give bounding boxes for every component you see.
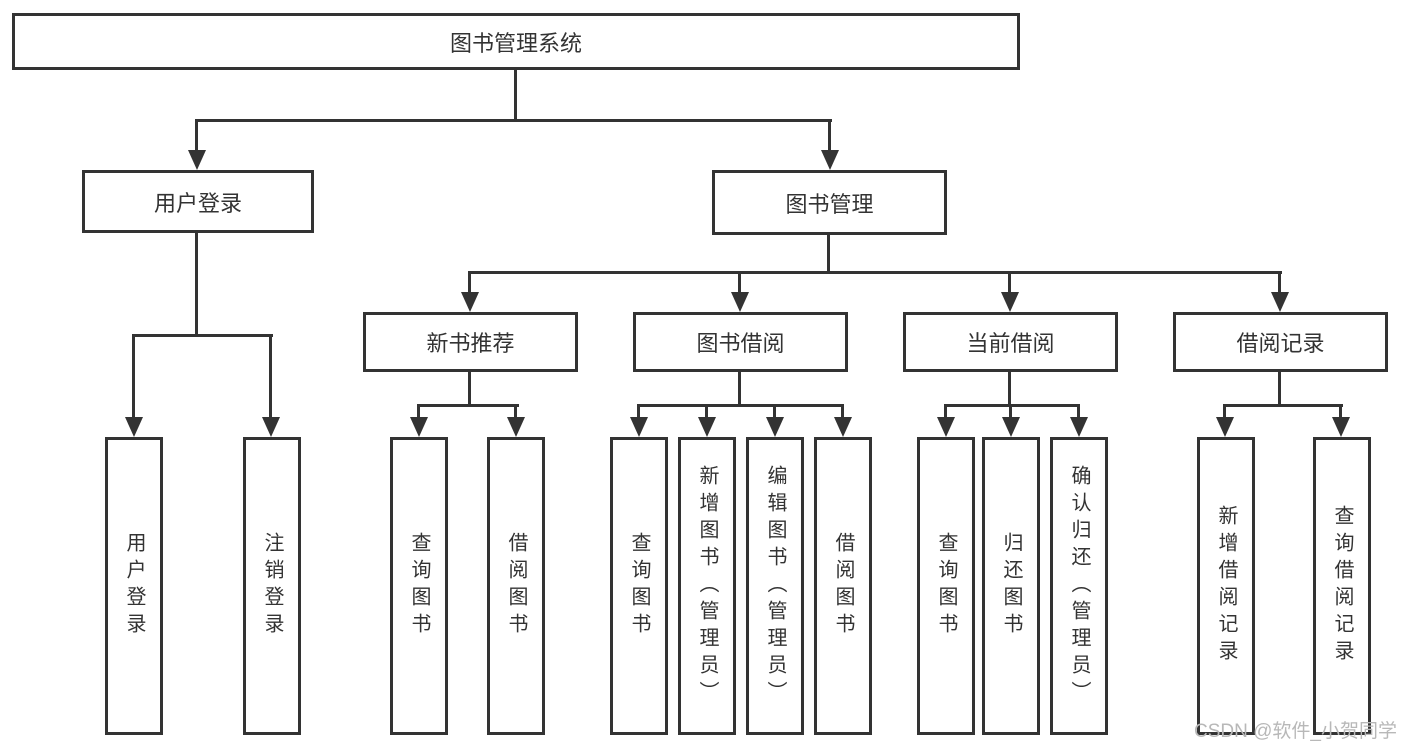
- arrow-down-icon: [731, 292, 749, 312]
- node-query-books-recommend: 查询图书: [390, 437, 448, 735]
- connector-line: [637, 404, 844, 407]
- node-current-borrowing: 当前借阅: [903, 312, 1118, 372]
- connector-line: [1223, 404, 1226, 419]
- arrow-down-icon: [821, 150, 839, 170]
- node-library-management-system: 图书管理系统: [12, 13, 1020, 70]
- node-label: 编辑图书（管理员）: [764, 464, 786, 708]
- arrow-down-icon: [507, 417, 525, 437]
- node-new-book-recommend: 新书推荐: [363, 312, 578, 372]
- node-label: 新增借阅记录: [1215, 505, 1237, 667]
- node-label: 借阅图书: [832, 532, 854, 640]
- node-borrow-records: 借阅记录: [1173, 312, 1388, 372]
- connector-line: [1223, 404, 1343, 407]
- node-label: 查询借阅记录: [1331, 505, 1353, 667]
- node-add-books-admin: 新增图书（管理员）: [678, 437, 736, 735]
- arrow-down-icon: [698, 417, 716, 437]
- connector-line: [468, 372, 471, 406]
- arrow-down-icon: [262, 417, 280, 437]
- connector-line: [132, 334, 273, 337]
- connector-line: [828, 119, 831, 152]
- connector-line: [1339, 404, 1342, 419]
- node-query-books-current: 查询图书: [917, 437, 975, 735]
- connector-line: [1077, 404, 1080, 419]
- connector-line: [637, 404, 640, 419]
- connector-line: [1008, 271, 1011, 295]
- node-borrow-books-recommend: 借阅图书: [487, 437, 545, 735]
- arrow-down-icon: [1001, 292, 1019, 312]
- node-edit-books-admin: 编辑图书（管理员）: [746, 437, 804, 735]
- csdn-watermark: CSDN @软件_小贺同学: [1194, 721, 1397, 742]
- node-confirm-return-admin: 确认归还（管理员）: [1050, 437, 1108, 735]
- node-label: 用户登录: [153, 190, 242, 216]
- connector-line: [417, 404, 519, 407]
- connector-line: [944, 404, 1080, 407]
- connector-line: [705, 404, 708, 419]
- node-book-borrowing: 图书借阅: [633, 312, 848, 372]
- node-label: 借阅图书: [505, 532, 527, 640]
- arrow-down-icon: [766, 417, 784, 437]
- connector-line: [417, 404, 420, 419]
- node-return-books: 归还图书: [982, 437, 1040, 735]
- node-label: 借阅记录: [1236, 331, 1325, 356]
- connector-line: [944, 404, 947, 419]
- arrow-down-icon: [937, 417, 955, 437]
- node-label: 归还图书: [1000, 532, 1022, 640]
- connector-line: [827, 235, 830, 273]
- arrow-down-icon: [188, 150, 206, 170]
- connector-line: [738, 372, 741, 406]
- arrow-down-icon: [1070, 417, 1088, 437]
- node-label: 图书管理: [785, 191, 874, 217]
- connector-line: [468, 271, 471, 295]
- node-query-borrow-record: 查询借阅记录: [1313, 437, 1371, 735]
- node-label: 新增图书（管理员）: [696, 464, 718, 708]
- connector-line: [132, 334, 135, 419]
- arrow-down-icon: [125, 417, 143, 437]
- node-user-login-branch: 用户登录: [82, 170, 314, 233]
- arrow-down-icon: [410, 417, 428, 437]
- node-logout: 注销登录: [243, 437, 301, 735]
- node-label: 当前借阅: [966, 331, 1055, 356]
- node-label: 新书推荐: [426, 331, 515, 356]
- connector-line: [738, 271, 741, 295]
- node-label: 图书管理系统: [449, 30, 582, 56]
- connector-line: [195, 119, 832, 122]
- node-label: 注销登录: [261, 532, 283, 640]
- node-label: 查询图书: [935, 532, 957, 640]
- node-user-login-leaf: 用户登录: [105, 437, 163, 735]
- node-label: 图书借阅: [696, 331, 785, 356]
- arrow-down-icon: [1002, 417, 1020, 437]
- connector-line: [773, 404, 776, 419]
- connector-line: [1278, 271, 1281, 295]
- node-borrow-books: 借阅图书: [814, 437, 872, 735]
- node-label: 查询图书: [408, 532, 430, 640]
- node-label: 确认归还（管理员）: [1068, 464, 1090, 708]
- connector-line: [514, 404, 517, 419]
- connector-line: [1008, 372, 1011, 406]
- connector-line: [195, 119, 198, 152]
- node-label: 用户登录: [123, 532, 145, 640]
- connector-line: [269, 334, 272, 419]
- connector-line: [841, 404, 844, 419]
- connector-line: [195, 233, 198, 336]
- arrow-down-icon: [461, 292, 479, 312]
- arrow-down-icon: [1271, 292, 1289, 312]
- connector-line: [1009, 404, 1012, 419]
- arrow-down-icon: [1332, 417, 1350, 437]
- node-book-management-branch: 图书管理: [712, 170, 947, 235]
- node-query-books-borrowing: 查询图书: [610, 437, 668, 735]
- connector-line: [1278, 372, 1281, 406]
- connector-line: [514, 70, 517, 120]
- node-add-borrow-record: 新增借阅记录: [1197, 437, 1255, 735]
- node-label: 查询图书: [628, 532, 650, 640]
- arrow-down-icon: [1216, 417, 1234, 437]
- arrow-down-icon: [834, 417, 852, 437]
- arrow-down-icon: [630, 417, 648, 437]
- connector-line: [468, 271, 1282, 274]
